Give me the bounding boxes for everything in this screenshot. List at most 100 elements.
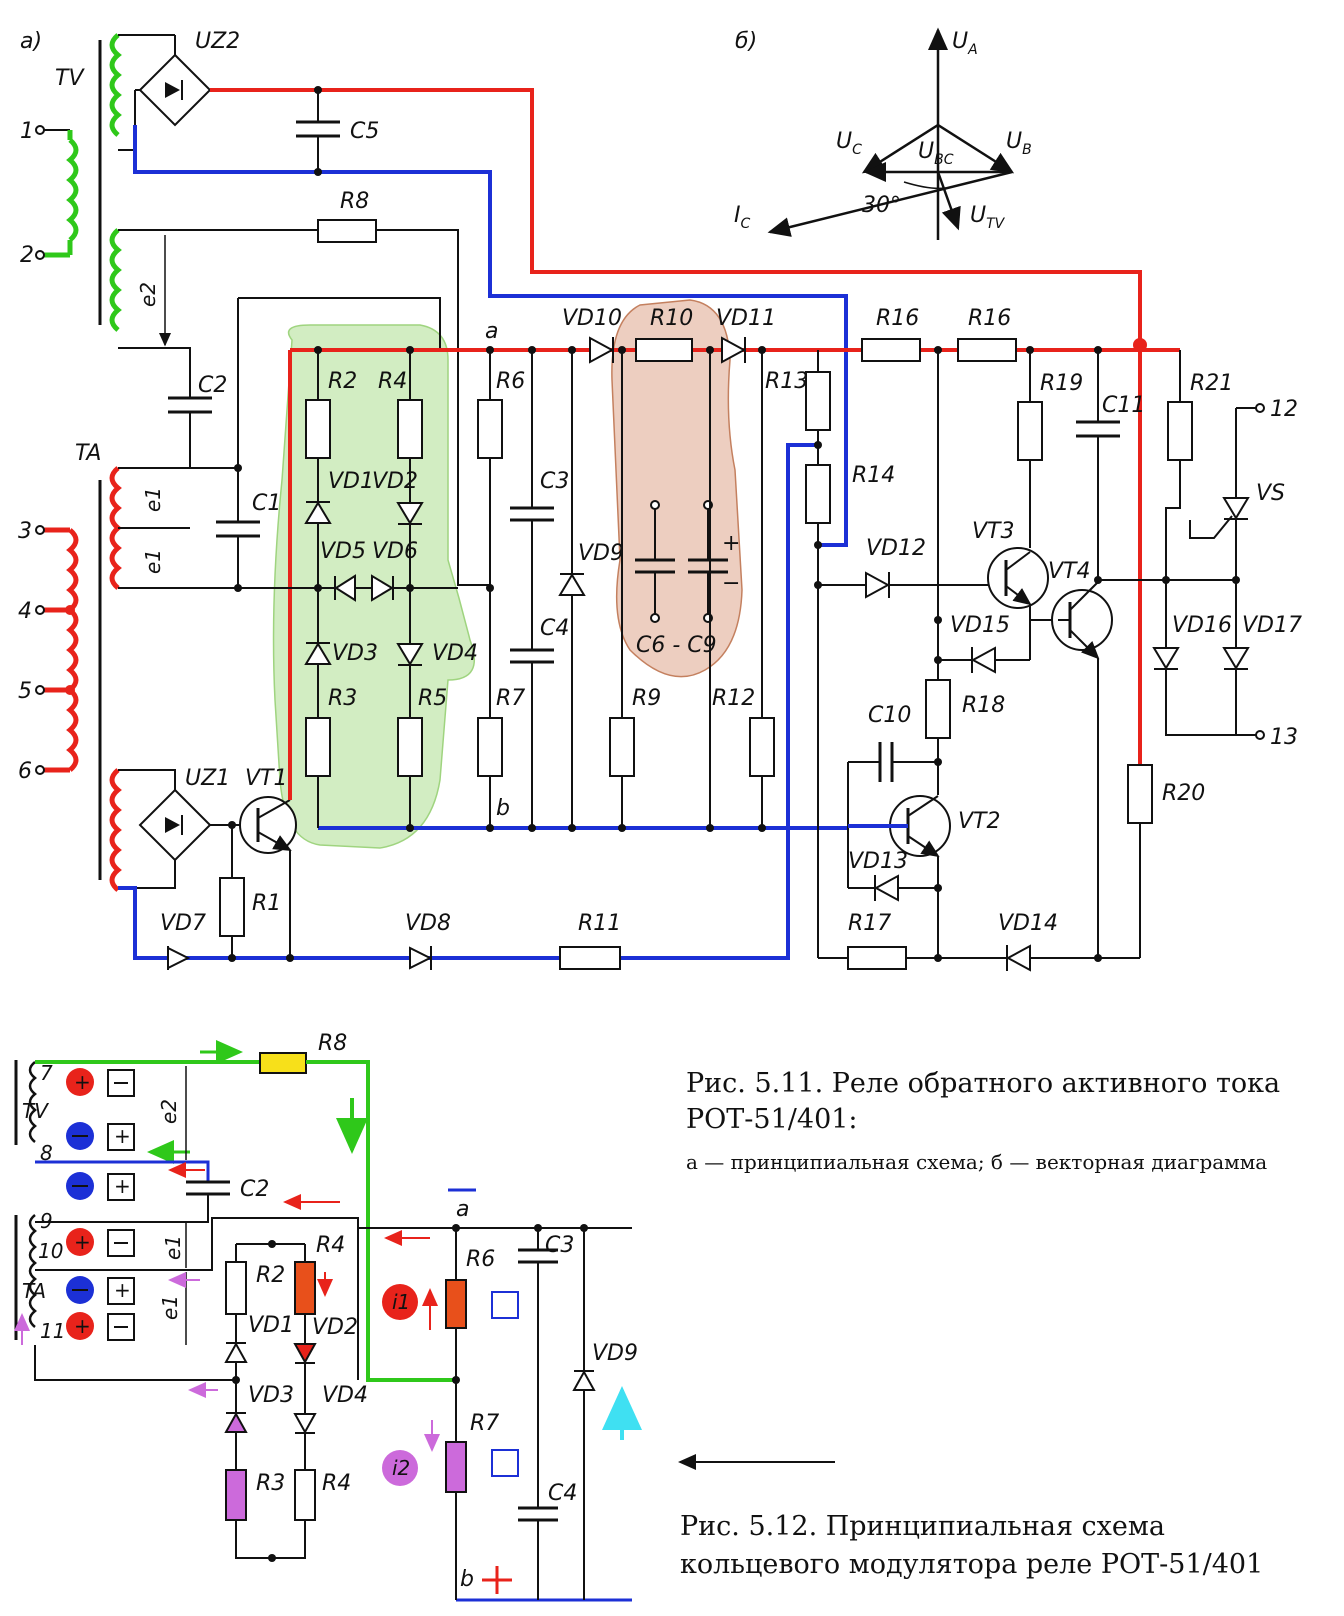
r8-resistor [317,219,377,243]
blue-bottom-wire [118,886,560,960]
ta-secondary-winding-2 [109,768,122,892]
r14-resistor [805,464,831,524]
r16b-resistor [957,338,1017,362]
vd15-diode [970,646,996,674]
r7-label: R7 [496,686,525,711]
r10-label: R10 [650,306,693,331]
vd9-diode [558,573,586,596]
fig511-caption: Рис. 5.11. Реле обратного активного тока… [686,1068,1281,1135]
terminal-1-label: 1 [20,119,34,144]
c6c9-plus-label: + [722,531,740,556]
vt1-label: VT1 [245,766,288,791]
r8-label: R8 [340,189,369,214]
ta-secondary-winding-1 [109,466,122,590]
fig512-c3-label: C3 [545,1233,574,1258]
terminal-12[interactable] [1255,403,1265,413]
r2-label: R2 [328,369,357,394]
vt1-transistor [239,796,297,854]
utv-label: UTV [970,203,1006,232]
terminal-7-label: 7 [40,1061,53,1085]
fig512-r3-resistor [225,1469,247,1521]
fig512-vd2-diode [293,1343,317,1365]
fig512-e1b-label: e1 [158,1295,182,1320]
r5-label: R5 [418,686,447,711]
vt3-label: VT3 [972,519,1015,544]
tv-secondary-winding-2 [109,228,122,332]
terminal-10-label: 10 [38,1239,63,1263]
r11-resistor [559,946,621,970]
fig-a-panel-label: а) [20,29,42,54]
fig512-tv-label: TV [22,1099,49,1123]
terminal-4[interactable] [35,605,45,615]
c6c9-label: C6 - C9 [636,633,717,658]
fig512-r8-label: R8 [318,1031,347,1056]
fig512-vd4-diode [293,1413,317,1435]
r7-resistor [477,717,503,777]
vd16-diode [1152,647,1180,670]
r13-label: R13 [765,369,808,394]
uz2-label: UZ2 [195,29,240,54]
blue-supply-wire [133,125,848,547]
fig512-tv-winding [28,1061,37,1143]
fig512-r2-label: R2 [256,1263,285,1288]
terminal-2[interactable] [35,250,45,260]
fig512-r7-label: R7 [470,1411,499,1436]
terminal-3[interactable] [35,525,45,535]
vd5-diode [334,574,356,602]
svg-text:+: + [114,1124,131,1148]
fig512-vd2-label: VD2 [312,1315,358,1340]
angle-label: 30° [862,193,901,218]
vd13-diode [873,874,899,902]
vd11-label: VD11 [716,306,776,331]
terminal-5[interactable] [35,685,45,695]
terminal-13[interactable] [1255,730,1265,740]
r9-resistor [609,717,635,777]
fig512-vd9-label: VD9 [592,1341,638,1366]
vt2-label: VT2 [958,809,1001,834]
fig512-r7-resistor [445,1441,467,1493]
fig512-r4-resistor [294,1261,316,1315]
i2-badge [382,1450,418,1486]
fig512-vd1-label: VD1 [248,1313,294,1338]
c3-label: C3 [540,469,569,494]
vd2-label: VD2 [372,469,418,494]
terminal-3-label: 3 [18,519,32,544]
r17-label: R17 [848,911,891,936]
uc-label: UC [836,129,862,158]
r6-label: R6 [496,369,525,394]
vd10-label: VD10 [562,306,622,331]
i1-label: i1 [392,1290,410,1314]
fig512-r8-resistor [259,1052,307,1074]
c6c9-minus-label: − [722,571,740,596]
vd13-label: VD13 [848,849,908,874]
vd8-label: VD8 [405,911,451,936]
fig512-vd3-label: VD3 [248,1383,294,1408]
r1-resistor [219,877,245,937]
fig512-vd1-diode [224,1341,248,1363]
terminal-5-label: 5 [18,679,32,704]
tv-label: TV [55,66,85,91]
c10-label: C10 [868,703,911,728]
terminal-6[interactable] [35,765,45,775]
terminal-8-label: 8 [40,1141,53,1165]
r16a-label: R16 [876,306,919,331]
r18-label: R18 [962,693,1005,718]
terminal-1[interactable] [35,125,45,135]
svg-text:+: + [114,1278,131,1302]
terminal-4-label: 4 [18,599,32,624]
terminal-6-label: 6 [18,759,32,784]
red-supply-wire [210,88,1142,770]
r3-label: R3 [328,686,357,711]
vs-thyristor [1222,497,1250,520]
angle-arc [903,181,947,190]
vd4-diode [396,643,424,666]
svg-text:+: + [74,1314,91,1338]
ubc-label: UBC [918,139,954,168]
fig512-c2-label: C2 [240,1177,269,1202]
r5-resistor [397,717,423,777]
fig512-e1a-label: e1 [161,1235,185,1260]
r3-resistor [305,717,331,777]
fig512-r6-resistor [445,1279,467,1329]
fig512-r3-label: R3 [256,1471,285,1496]
c4-label: C4 [540,616,569,641]
